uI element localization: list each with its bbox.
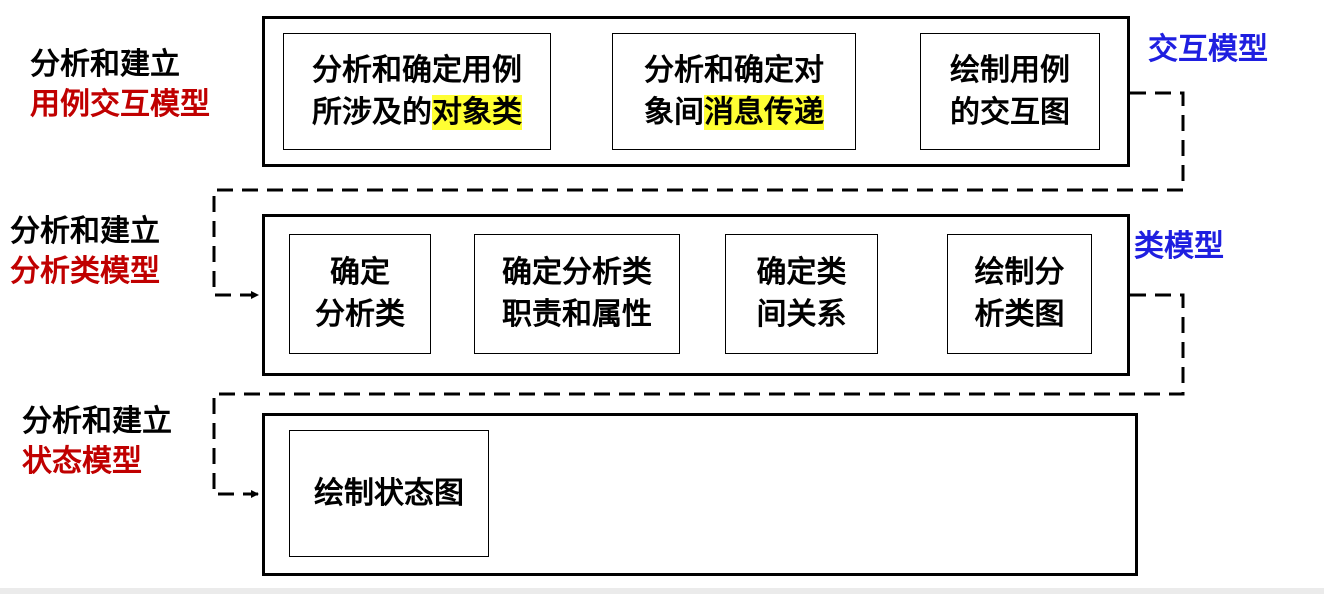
section2-step4: 绘制分 析类图 <box>947 234 1092 354</box>
section3-left-label: 分析和建立 状态模型 <box>22 402 172 482</box>
section2-step4-line2: 析类图 <box>974 297 1065 332</box>
section1-step1-line1: 分析和确定用例 <box>312 52 522 88</box>
section2-label-line1: 分析和建立 <box>10 214 160 249</box>
section1-step1-highlight: 对象类 <box>432 94 522 130</box>
section1-step3-line2: 的交互图 <box>950 94 1070 130</box>
section2-step3-line2: 间关系 <box>756 297 847 332</box>
section1-step2-highlight: 消息传递 <box>704 94 824 130</box>
section2-left-label: 分析和建立 分析类模型 <box>10 212 160 292</box>
section1-step2-line2-plain: 象间 <box>644 94 704 130</box>
section2-label-line2: 分析类模型 <box>10 254 160 289</box>
section2-step2-line1: 确定分析类 <box>502 255 652 290</box>
section1-left-label: 分析和建立 用例交互模型 <box>30 45 210 125</box>
section2-side-label: 类模型 <box>1134 229 1224 264</box>
dashed-flow-2-to-3 <box>212 293 1185 498</box>
section1-label-line2: 用例交互模型 <box>30 87 210 122</box>
section1-step2: 分析和确定对 象间消息传递 <box>612 33 856 150</box>
section2-step3-line1: 确定类 <box>756 255 847 290</box>
dashed-flow-1-to-2 <box>212 91 1185 299</box>
section3-label-line2: 状态模型 <box>22 444 142 479</box>
section1-step3-line1: 绘制用例 <box>950 52 1070 88</box>
section1-label-line1: 分析和建立 <box>30 47 180 82</box>
section2-step2: 确定分析类 职责和属性 <box>474 234 680 354</box>
section1-step1-line2-plain: 所涉及的 <box>312 94 432 130</box>
section1-step2-line1: 分析和确定对 <box>644 52 824 88</box>
section3-step1-line1: 绘制状态图 <box>314 475 464 511</box>
section2-step2-line2: 职责和属性 <box>502 297 652 332</box>
section3-step1: 绘制状态图 <box>289 430 489 557</box>
section2-step1-line1: 确定 <box>330 255 390 290</box>
section3-label-line1: 分析和建立 <box>22 404 172 439</box>
section1-side-label: 交互模型 <box>1148 32 1268 67</box>
section2-step1: 确定 分析类 <box>289 234 431 354</box>
section1-step1: 分析和确定用例 所涉及的对象类 <box>283 33 551 150</box>
section1-step3: 绘制用例 的交互图 <box>920 33 1100 150</box>
section2-step3: 确定类 间关系 <box>725 234 878 354</box>
section2-step1-line2: 分析类 <box>315 297 405 332</box>
section2-step4-line1: 绘制分 <box>974 255 1065 290</box>
bottom-strip <box>0 588 1324 594</box>
